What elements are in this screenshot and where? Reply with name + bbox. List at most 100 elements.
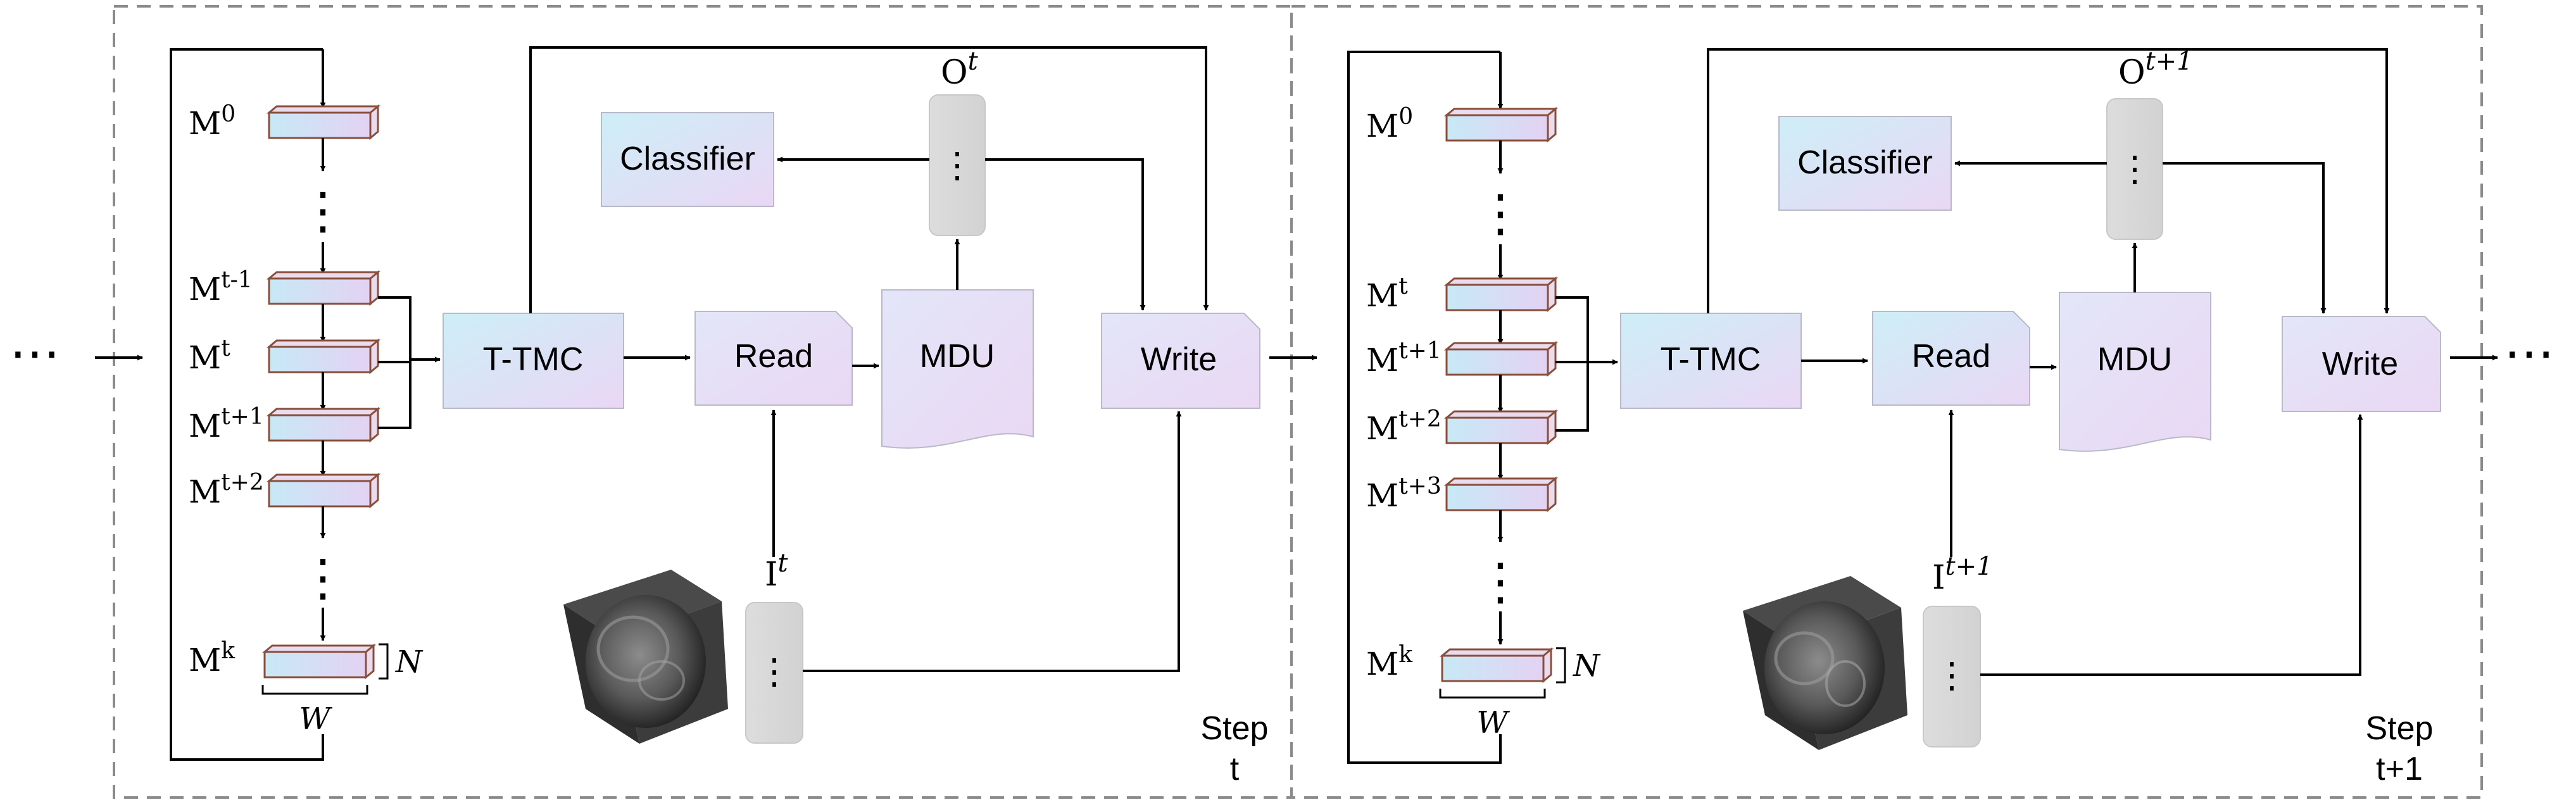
classifier-label: Classifier (620, 141, 755, 177)
input-vector (745, 602, 803, 744)
step-label: Step (1201, 710, 1269, 747)
w-bracket (1439, 689, 1546, 699)
svg-text:It: It (765, 549, 789, 594)
n-bracket (1556, 647, 1566, 684)
svg-text:Mt: Mt (1366, 273, 1408, 314)
svg-text:M0: M0 (1366, 104, 1413, 144)
ttmc-to-write-line (529, 46, 1209, 313)
input-to-write-line (1980, 414, 2363, 676)
w-label: W (1476, 705, 1510, 741)
input-sup: t (778, 549, 789, 578)
step-t1: M0 ⋮ Mt Mt+1 Mt+2 (1347, 47, 2441, 787)
input-label: I (1932, 559, 1945, 597)
write-block (2282, 316, 2441, 412)
input-to-write-line (803, 411, 1182, 672)
memory-sup-4: t+3 (1398, 473, 1442, 499)
svg-text:Mt+2: Mt+2 (1366, 406, 1442, 447)
output-vdots: ⋮ (939, 145, 975, 186)
classifier-block (1778, 116, 1952, 211)
svg-text:Ot+1: Ot+1 (2118, 47, 2193, 92)
ttmc-block (443, 313, 624, 409)
output-vector (2106, 98, 2163, 240)
input-sup: t+1 (1945, 552, 1993, 581)
brain-volume-image (1743, 576, 1907, 750)
input-label: I (765, 556, 778, 594)
memory-slot-1: Mt-1 (189, 267, 381, 308)
svg-text:Mt+3: Mt+3 (1366, 473, 1442, 514)
ttmc-label: T-TMC (483, 341, 584, 378)
svg-text:Mt+1: Mt+1 (189, 404, 264, 444)
memory-slot-2: Mt+1 (1366, 338, 1559, 378)
svg-text:Ot: Ot (941, 47, 979, 92)
output-sup: t (968, 47, 979, 76)
input-vdots: ⋮ (1934, 655, 1970, 696)
leading-ellipsis: ⋯ (9, 325, 60, 381)
memory-slot-3: Mt+1 (189, 404, 381, 444)
memory-sup-0: 0 (221, 101, 236, 127)
svg-text:Mt+2: Mt+2 (189, 470, 264, 510)
memory-slot-4: Mt+2 (189, 470, 381, 510)
svg-text:Mt-1: Mt-1 (189, 267, 253, 308)
memory-sup-3: t+2 (1398, 406, 1442, 432)
memory-sup-4: t+2 (221, 470, 264, 496)
svg-text:M0: M0 (189, 101, 236, 142)
output-to-write-line (985, 158, 1146, 311)
memory-sup-2: t (221, 335, 230, 361)
memory-slot-k: Mk (189, 638, 377, 680)
step-label: Step (2366, 710, 2434, 747)
n-label: N (395, 644, 424, 680)
classifier-block (601, 112, 774, 207)
svg-text:Mk: Mk (189, 638, 236, 679)
memory-vdots-upper: ⋮ (298, 181, 348, 240)
memory-sup-k: k (1398, 642, 1413, 668)
memory-sup-3: t+1 (221, 404, 264, 430)
mdu-block (881, 289, 1034, 449)
input-vector (1923, 606, 1981, 748)
n-bracket (379, 643, 389, 680)
output-to-write-line (2163, 162, 2327, 314)
output-vector (929, 94, 986, 236)
ttmc-input-bracket (1555, 296, 1589, 432)
step-label-index: t+1 (2376, 751, 2423, 787)
trailing-ellipsis: ⋯ (2504, 325, 2554, 381)
memory-sup-k: k (221, 638, 236, 664)
output-sup: t+1 (2146, 47, 2193, 76)
memory-slot-1: Mt (1366, 273, 1559, 314)
mdu-label: MDU (2097, 341, 2172, 378)
step-t: M0 ⋮ Mt-1 Mt Mt+1 (170, 46, 1269, 787)
memory-slot-0: M0 (189, 101, 381, 142)
step-frame-t1 (1290, 5, 2483, 799)
memory-slot-0: M0 (1366, 104, 1559, 144)
classifier-label: Classifier (1797, 144, 1933, 181)
memory-loop-line (1347, 51, 1502, 764)
svg-text:Mt: Mt (189, 335, 230, 376)
write-label: Write (2322, 346, 2398, 382)
read-label: Read (1912, 338, 1990, 375)
output-vdots: ⋮ (2117, 149, 2152, 190)
memory-vdots-upper: ⋮ (1475, 184, 1526, 242)
memory-sup-0: 0 (1398, 104, 1413, 130)
memory-slot-2: Mt (189, 335, 381, 376)
input-vdots: ⋮ (757, 651, 792, 692)
memory-slot-3: Mt+2 (1366, 406, 1559, 447)
ttmc-label: T-TMC (1661, 341, 1761, 378)
svg-text:It+1: It+1 (1932, 552, 1993, 597)
memory-loop-line (170, 48, 324, 761)
read-label: Read (734, 338, 813, 375)
step-label-index: t (1230, 751, 1240, 787)
brain-volume-image (563, 570, 728, 744)
write-label: Write (1141, 341, 1217, 378)
svg-text:Mk: Mk (1366, 642, 1413, 682)
memory-vdots-lower: ⋮ (298, 548, 348, 607)
mdu-label: MDU (920, 338, 995, 375)
ttmc-to-write-line (1707, 48, 2390, 314)
w-label: W (299, 701, 332, 737)
memory-label-m: M (189, 105, 221, 142)
output-label: O (2118, 54, 2146, 92)
w-bracket (261, 685, 368, 695)
memory-slot-k: Mk (1366, 642, 1554, 684)
memory-sup-2: t+1 (1398, 338, 1442, 364)
memory-sup-1: t (1398, 273, 1408, 299)
memory-vdots-lower: ⋮ (1475, 552, 1526, 611)
